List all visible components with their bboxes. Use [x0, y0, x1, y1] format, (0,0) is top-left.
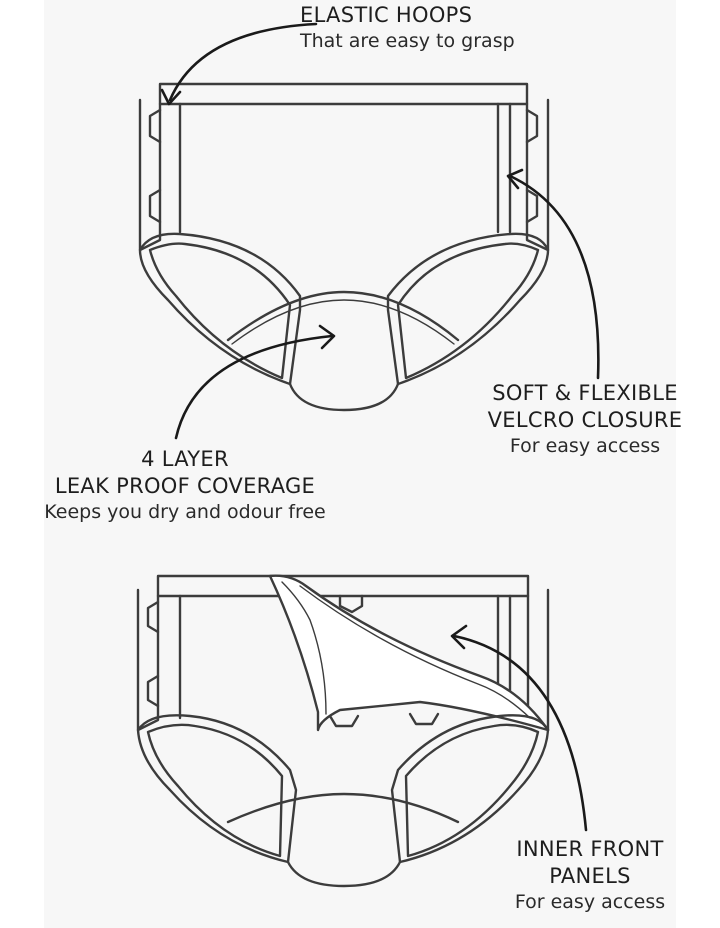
- arrow-velcro-icon: [508, 174, 600, 380]
- left-hoop-lower-icon: [148, 188, 162, 224]
- callout-arrows: [160, 22, 600, 832]
- callout-velcro-title-line2: VELCRO CLOSURE: [487, 407, 683, 432]
- callout-elastic-title: ELASTIC HOOPS: [300, 3, 473, 27]
- top-left-leg-opening: [138, 232, 302, 386]
- bottom-left-hoop-lower-icon: [146, 674, 160, 708]
- panel-hoop-left-icon: [328, 714, 360, 728]
- left-hoop-upper-icon: [148, 108, 162, 144]
- callout-leak-title-line2: LEAK PROOF COVERAGE: [54, 473, 316, 498]
- callout-elastic-hoops: ELASTIC HOOPS That are easy to grasp: [300, 0, 540, 53]
- bottom-garment: [136, 574, 550, 888]
- bottom-left-hoop-upper-icon: [146, 600, 160, 634]
- illustration-background: [44, 0, 676, 928]
- callout-leak-desc: Keeps you dry and odour free: [44, 500, 326, 523]
- bottom-gusset: [286, 860, 402, 888]
- bottom-right-leg-opening: [390, 714, 550, 864]
- callout-leak-proof: 4 LAYER LEAK PROOF COVERAGE Keeps you dr…: [30, 446, 340, 524]
- callout-velcro-desc: For easy access: [509, 434, 661, 457]
- arrow-elastic-icon: [168, 22, 318, 102]
- bottom-waistband: [156, 574, 530, 598]
- top-garment-outline: [138, 98, 550, 252]
- top-waistband: [158, 82, 529, 106]
- arrow-leak-icon: [174, 334, 334, 440]
- callout-velcro-closure: SOFT & FLEXIBLE VELCRO CLOSURE For easy …: [470, 380, 700, 458]
- right-hoop-upper-icon: [525, 108, 539, 144]
- callout-velcro-title-line1: SOFT & FLEXIBLE: [492, 381, 678, 405]
- arrow-inner-icon: [452, 634, 588, 832]
- panel-hoop-right-icon: [408, 712, 440, 726]
- top-right-leg-opening: [386, 232, 550, 386]
- bottom-left-leg-opening: [136, 714, 298, 864]
- callout-inner-title-line2: PANELS: [549, 863, 631, 888]
- callout-inner-title-line1: INNER FRONT: [516, 837, 664, 861]
- callout-inner-front-panels: INNER FRONT PANELS For easy access: [500, 836, 680, 914]
- right-hoop-lower-icon: [525, 188, 539, 224]
- callout-inner-desc: For easy access: [514, 890, 666, 913]
- callout-elastic-desc: That are easy to grasp: [300, 29, 515, 52]
- callout-leak-title-line1: 4 LAYER: [141, 447, 229, 471]
- top-gusset: [288, 382, 400, 412]
- top-garment: [138, 82, 550, 412]
